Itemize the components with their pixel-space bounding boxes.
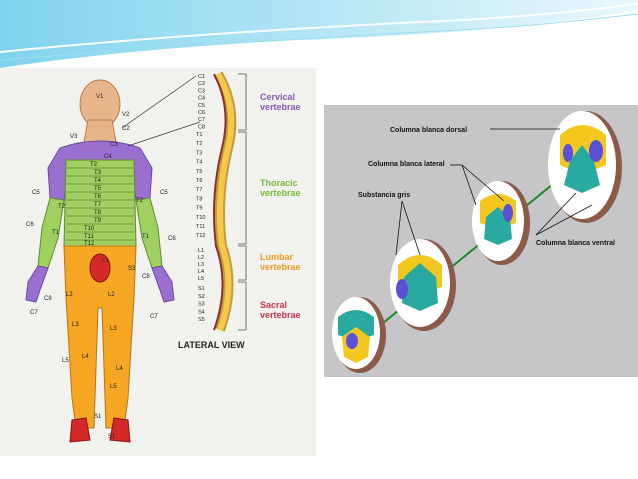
label-t7: T7 xyxy=(94,202,102,208)
spine-label-c6: C6 xyxy=(198,110,205,116)
spine-label-t10: T10 xyxy=(196,215,205,221)
spine-label-l2: L2 xyxy=(198,255,204,261)
label-c8-left: C8 xyxy=(44,296,52,302)
label-c7-right: C7 xyxy=(150,314,158,320)
spinal-cord-panel: Columna blanca dorsal Columna blanca lat… xyxy=(324,105,638,377)
label-c5-left: C5 xyxy=(32,190,40,196)
label-t10: T10 xyxy=(84,226,95,232)
label-c2: C2 xyxy=(122,126,130,132)
label-c4: C4 xyxy=(104,154,112,160)
spine-label-l4: L4 xyxy=(198,269,204,275)
label-l4-right: L4 xyxy=(116,366,123,372)
spine-label-t3: T3 xyxy=(196,150,202,156)
label-v1: V1 xyxy=(96,94,104,100)
label-t2-left: T2 xyxy=(58,204,66,210)
label-c8-right: C8 xyxy=(142,274,150,280)
neck xyxy=(83,119,117,143)
header-swoosh xyxy=(0,0,638,68)
label-v3: V3 xyxy=(70,134,78,140)
label-t2-right: T2 xyxy=(136,198,144,204)
label-t11: T11 xyxy=(84,234,95,240)
label-t2: T2 xyxy=(90,162,98,168)
label-l3-left: L3 xyxy=(72,322,79,328)
label-t6: T6 xyxy=(94,194,102,200)
label-c6-left: C6 xyxy=(26,222,34,228)
spine-label-t7: T7 xyxy=(196,187,202,193)
spinal-cord-figure: Columna blanca dorsal Columna blanca lat… xyxy=(332,111,622,373)
spine-label-s5: S5 xyxy=(198,317,205,323)
spine-label-l5: L5 xyxy=(198,276,204,282)
label-l5-right: L5 xyxy=(110,384,117,390)
right-hand-region xyxy=(151,265,175,303)
right-foot-region xyxy=(109,417,131,443)
spine-label-s1: S1 xyxy=(198,286,205,292)
spine-label-t12: T12 xyxy=(196,233,205,239)
spine-label-c7: C7 xyxy=(198,117,205,123)
spine-label-t8: T8 xyxy=(196,196,202,202)
label-l4-left: L4 xyxy=(82,354,89,360)
label-c3: C3 xyxy=(110,142,118,148)
spine-label-l1: L1 xyxy=(198,248,204,254)
label-c5-right: C5 xyxy=(160,190,168,196)
left-foot-region xyxy=(69,417,91,443)
spine-label-s4: S4 xyxy=(198,309,205,315)
label-c6-right: C6 xyxy=(168,236,176,242)
spine-label-s3: S3 xyxy=(198,302,205,308)
label-t3: T3 xyxy=(94,170,102,176)
label-t9: T9 xyxy=(94,218,102,224)
label-l2-right: L2 xyxy=(108,292,115,298)
label-c7-left: C7 xyxy=(30,310,38,316)
spine-label-t11: T11 xyxy=(196,224,205,230)
spine-label-c1: C1 xyxy=(198,74,205,80)
label-t1-left: T1 xyxy=(52,230,60,236)
label-columna-lateral: Columna blanca lateral xyxy=(368,161,445,168)
dermatome-figure: V1 V2 V3 C2 C3 C4 T2 T3 T4 T5 T6 T7 T8 T… xyxy=(25,71,301,443)
lateral-view-caption: LATERAL VIEW xyxy=(178,340,245,350)
spine-label-t1: T1 xyxy=(196,132,202,138)
label-columna-dorsal: Columna blanca dorsal xyxy=(390,127,467,134)
label-l1: L1 xyxy=(102,258,109,264)
right-arm-region xyxy=(135,197,163,269)
label-s1-left: S1 xyxy=(94,414,102,420)
label-l5-left: L5 xyxy=(62,358,69,364)
spine-label-l3: L3 xyxy=(198,262,204,268)
spine-label-c5: C5 xyxy=(198,103,205,109)
spine-label-t6: T6 xyxy=(196,178,202,184)
label-l2-left: L2 xyxy=(66,292,73,298)
spine-label-t5: T5 xyxy=(196,169,202,175)
label-t1-right: T1 xyxy=(142,234,150,240)
label-s3: S3 xyxy=(128,266,136,272)
spine-label-c2: C2 xyxy=(198,81,205,87)
cord-section-1 xyxy=(332,297,386,373)
sacral-region xyxy=(89,253,111,283)
label-t4: T4 xyxy=(94,178,102,184)
cord-section-4 xyxy=(548,111,622,223)
label-v2: V2 xyxy=(122,112,130,118)
spine-column xyxy=(213,71,237,332)
dermatome-panel: V1 V2 V3 C2 C3 C4 T2 T3 T4 T5 T6 T7 T8 T… xyxy=(0,68,316,456)
label-substancia-gris: Substancia gris xyxy=(358,192,410,199)
label-l3-right: L3 xyxy=(110,326,117,332)
left-hand-region xyxy=(25,265,49,303)
spine-label-t4: T4 xyxy=(196,160,202,166)
spine-label-s2: S2 xyxy=(198,294,205,300)
label-t5: T5 xyxy=(94,186,102,192)
spine-label-c4: C4 xyxy=(198,96,205,102)
label-t12: T12 xyxy=(84,241,95,247)
lumbar-lower-body xyxy=(63,245,137,429)
spine-label-c8: C8 xyxy=(198,124,205,130)
spine-label-c3: C3 xyxy=(198,88,205,94)
cord-section-3 xyxy=(472,181,530,265)
spine-label-t2: T2 xyxy=(196,141,202,147)
label-t8: T8 xyxy=(94,210,102,216)
label-s1-right: S1 xyxy=(108,434,116,440)
label-columna-ventral: Columna blanca ventral xyxy=(536,240,615,247)
cord-section-2 xyxy=(390,239,456,331)
spine-label-t9: T9 xyxy=(196,206,202,212)
